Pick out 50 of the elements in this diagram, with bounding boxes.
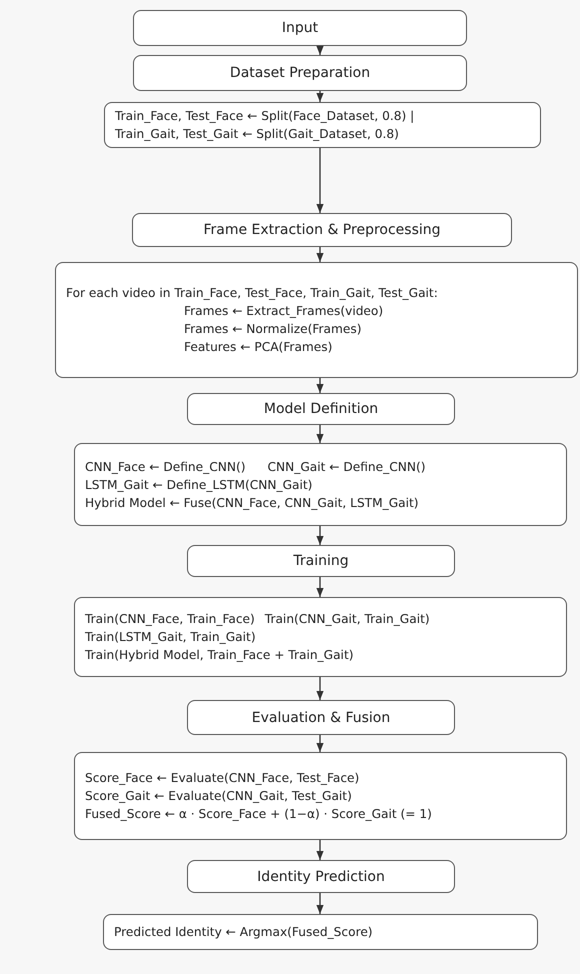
pseudocode-box xyxy=(104,102,541,148)
arrow xyxy=(316,425,324,443)
code-line: Predicted Identity ← Argmax(Fused_Score) xyxy=(114,925,373,939)
code-line: For each video in Train_Face, Test_Face, Train_Gait, Test_Gait: xyxy=(66,286,438,300)
arrow xyxy=(316,46,324,55)
pseudocode-box xyxy=(55,262,578,378)
step-label: Input xyxy=(282,20,318,36)
arrow xyxy=(316,735,324,752)
code-line: CNN_Gait ← Define_CNN() xyxy=(267,460,426,474)
code-line: Train(Hybrid Model, Train_Face + Train_Gait) xyxy=(85,648,354,662)
code-line: Train(CNN_Gait, Train_Gait) xyxy=(264,612,430,626)
step-label: Evaluation & Fusion xyxy=(252,710,390,726)
code-line: Score_Gait ← Evaluate(CNN_Gait, Test_Gait) xyxy=(85,789,352,803)
pseudocode-box xyxy=(74,443,567,526)
step-label: Model Definition xyxy=(264,401,378,417)
code-line: Train_Gait, Test_Gait ← Split(Gait_Dataset, 0.8) xyxy=(115,127,399,141)
step-label: Training xyxy=(293,553,349,569)
code-line: Frames ← Extract_Frames(video) xyxy=(184,304,384,318)
arrow xyxy=(316,893,324,914)
code-line: Frames ← Normalize(Frames) xyxy=(184,322,362,336)
step-label: Dataset Preparation xyxy=(230,65,370,81)
step-box xyxy=(132,213,512,247)
pseudocode-box xyxy=(74,752,567,840)
code-line: Features ← PCA(Frames) xyxy=(184,340,332,354)
step-box xyxy=(187,545,455,577)
arrow xyxy=(316,577,324,597)
arrow xyxy=(316,526,324,545)
code-line: Train_Face, Test_Face ← Split(Face_Dataset, 0.8) | xyxy=(115,109,414,123)
step-label: Frame Extraction & Preprocessing xyxy=(203,222,441,238)
arrow xyxy=(316,148,324,213)
arrow xyxy=(316,91,324,102)
arrow xyxy=(316,840,324,860)
pseudocode-box xyxy=(74,597,567,677)
arrow xyxy=(316,677,324,700)
arrow xyxy=(316,247,324,262)
code-line: Train(CNN_Face, Train_Face) xyxy=(85,612,255,626)
code-line: CNN_Face ← Define_CNN() xyxy=(85,460,246,474)
code-line: Hybrid Model ← Fuse(CNN_Face, CNN_Gait, LSTM_Gait) xyxy=(85,496,419,510)
code-line: Score_Face ← Evaluate(CNN_Face, Test_Face) xyxy=(85,771,360,785)
step-box xyxy=(187,393,455,425)
arrow xyxy=(316,378,324,393)
step-box xyxy=(187,700,455,735)
step-box xyxy=(133,10,467,46)
code-line: LSTM_Gait ← Define_LSTM(CNN_Gait) xyxy=(85,478,312,492)
pseudocode-box xyxy=(103,914,538,950)
step-box xyxy=(133,55,467,91)
step-box xyxy=(187,860,455,893)
code-line: Train(LSTM_Gait, Train_Gait) xyxy=(85,630,256,644)
step-label: Identity Prediction xyxy=(257,868,385,884)
code-line: Fused_Score ← α · Score_Face + (1−α) · Score_Gait (= 1) xyxy=(85,807,432,821)
